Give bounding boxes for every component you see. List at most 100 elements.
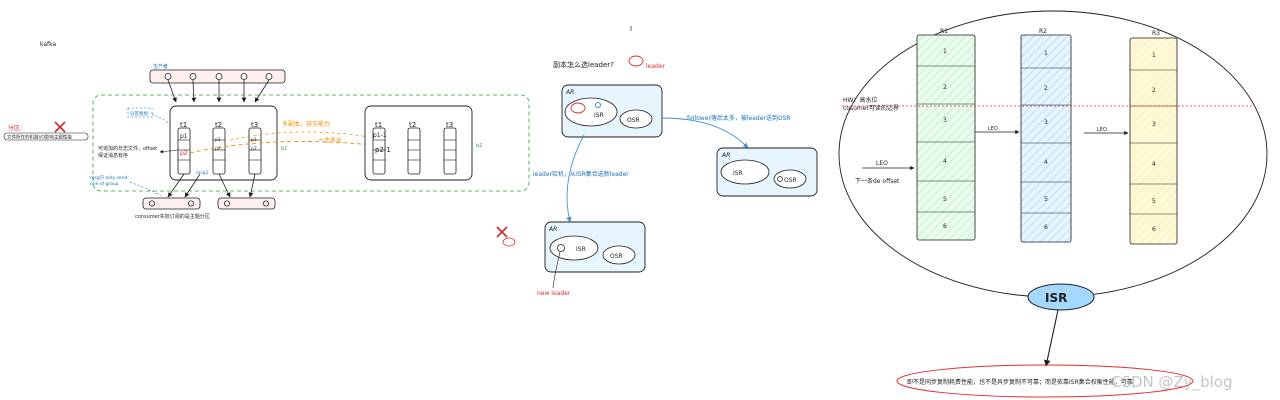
partition-p1-t2: p1 — [215, 137, 221, 143]
partition-note: 分区: — [8, 124, 22, 132]
log-note-line2: 保证消息有序 — [98, 152, 128, 159]
moved-follower-marker — [777, 176, 783, 182]
partition-p1-t3: p1 — [251, 137, 257, 143]
replica-r1-cell: 1 — [943, 48, 947, 55]
replica-r1-dividers — [917, 65, 975, 213]
replica-log — [407, 127, 421, 175]
consumer-icon — [223, 200, 230, 207]
consumer-note: consumer实际订阅的是主题分区 — [135, 213, 210, 220]
isr-badge-label: ISR — [1045, 291, 1067, 305]
replica-r3-cell: 4 — [1152, 161, 1156, 168]
producer-arrows — [167, 79, 270, 103]
conclusion-outline — [896, 364, 1194, 398]
replica-r2-cell: 3 — [1044, 119, 1048, 126]
replica-t3-label: t3 — [446, 121, 453, 129]
hw-label-line2: cosumer可读的边界 — [843, 104, 899, 112]
replica-r2-log — [1020, 34, 1072, 243]
topic-t3-label: t3 — [251, 121, 258, 129]
isr-badge — [1027, 283, 1095, 311]
one-group-line2: one of group — [90, 181, 119, 187]
cursor-mark: I — [630, 25, 632, 33]
consumer-group-2 — [217, 197, 276, 210]
replica-p2-1: p2-1 — [375, 146, 391, 154]
msg-group-arrow — [129, 181, 163, 197]
cluster-boundary — [92, 94, 530, 192]
consumer-group-1 — [142, 197, 201, 210]
leader-marker — [570, 102, 586, 114]
replica-r1-cell: 5 — [943, 196, 947, 203]
leader-legend-icon — [628, 55, 644, 67]
hw-label-line1: HW：高水位 — [843, 96, 877, 104]
partition-p1-t1: p1 — [180, 133, 188, 140]
multi-replica-note: 多副本，容灾能力 — [282, 120, 330, 128]
topic-logs-b1 — [177, 127, 262, 175]
leader-crash-note: leader宕机，从ISR集合选新leader — [533, 170, 629, 178]
consumer-icon — [262, 200, 269, 207]
replica-t2-label: t2 — [409, 121, 416, 129]
topic-t1-label: t1 — [180, 121, 187, 129]
osr-label: OSR — [610, 253, 623, 260]
topic-t2-label: t2 — [215, 121, 222, 129]
ar-label: AR — [721, 152, 730, 159]
replication-curve — [229, 131, 376, 141]
partition-ref-arrow — [151, 113, 171, 125]
replica-r3-cell: 6 — [1152, 226, 1156, 233]
consumer-icon — [187, 200, 194, 207]
replica-r1-cell: 2 — [943, 84, 947, 91]
disk-note: 文件所在的机器I/O影响主题性能 — [7, 134, 72, 141]
ar-label: AR — [548, 226, 557, 233]
producer-messages — [164, 73, 273, 80]
consumer-group-1-members — [148, 200, 194, 207]
consumer-icon — [148, 200, 155, 207]
isr-label: ISR — [576, 246, 586, 253]
osr-label: OSR — [627, 117, 640, 124]
producer-message-icon — [215, 73, 223, 80]
disk-note-box — [3, 132, 89, 141]
replica-t1-label: t1 — [375, 121, 382, 129]
replica-r1-cell: 6 — [943, 223, 947, 230]
partition-p2-t3: p2 — [251, 146, 257, 152]
producer-label: 生产者 — [153, 63, 168, 70]
broker-b1-label: b1 — [281, 146, 287, 152]
new-leader-pointer — [552, 251, 561, 289]
replica-r3-cell: 1 — [1152, 52, 1156, 59]
replica-r2-cell: 6 — [1044, 224, 1048, 231]
replica-r2-cell: 4 — [1044, 159, 1048, 166]
replica-r1-cell: 4 — [943, 158, 947, 165]
producer-message-icon — [164, 73, 172, 80]
isr-ellipse — [549, 235, 599, 261]
replica-r3-log — [1129, 37, 1178, 245]
osr-ellipse — [773, 169, 807, 189]
kafka-section: kafka 生产者 分区: 文件所在的机器I/O影响主题性能 — [3, 41, 530, 220]
partition-ref-box — [127, 107, 153, 118]
crashed-leader-icon — [502, 237, 516, 247]
replica-r2-cell: 1 — [1044, 50, 1048, 57]
follower-lag-note: follower落后太多，被leader送到OSR — [687, 114, 791, 122]
replica-log-dividers — [373, 139, 456, 161]
isr-ellipse — [564, 97, 618, 127]
osr-ellipse — [602, 245, 636, 265]
replica-r2-header: R2 — [1039, 28, 1047, 35]
follower-lag-arrow — [661, 117, 749, 149]
next-offset-note: 下一条de offset — [855, 177, 900, 185]
replica-r3-cell: 3 — [1152, 121, 1156, 128]
partition-ref-label: 分区规划 — [130, 110, 148, 117]
partition-p2-t2: p2 — [215, 146, 221, 152]
new-leader-label: new leader — [537, 290, 571, 297]
topic-logs-b2 — [372, 127, 457, 175]
election-section: I 副本怎么选leader? leader AR ISR OSR followe… — [496, 25, 818, 297]
consumer-group-2-members — [223, 200, 269, 207]
replica-r1-log — [916, 34, 976, 241]
close-icon — [496, 226, 508, 238]
close-icon — [54, 121, 66, 133]
replica-r1-header: R1 — [940, 28, 948, 35]
producer-message-icon — [240, 73, 248, 80]
one-master-multi-slave: 一主多从 — [318, 136, 342, 144]
isr-badge-arrow — [1044, 309, 1059, 367]
replica-r3-dividers — [1130, 69, 1177, 215]
replica-r1-cell: 3 — [943, 117, 947, 124]
isr-ellipse — [720, 159, 770, 185]
replica-log — [443, 127, 457, 175]
log-note-line1: 可追加的日志文件，offset — [98, 145, 157, 152]
